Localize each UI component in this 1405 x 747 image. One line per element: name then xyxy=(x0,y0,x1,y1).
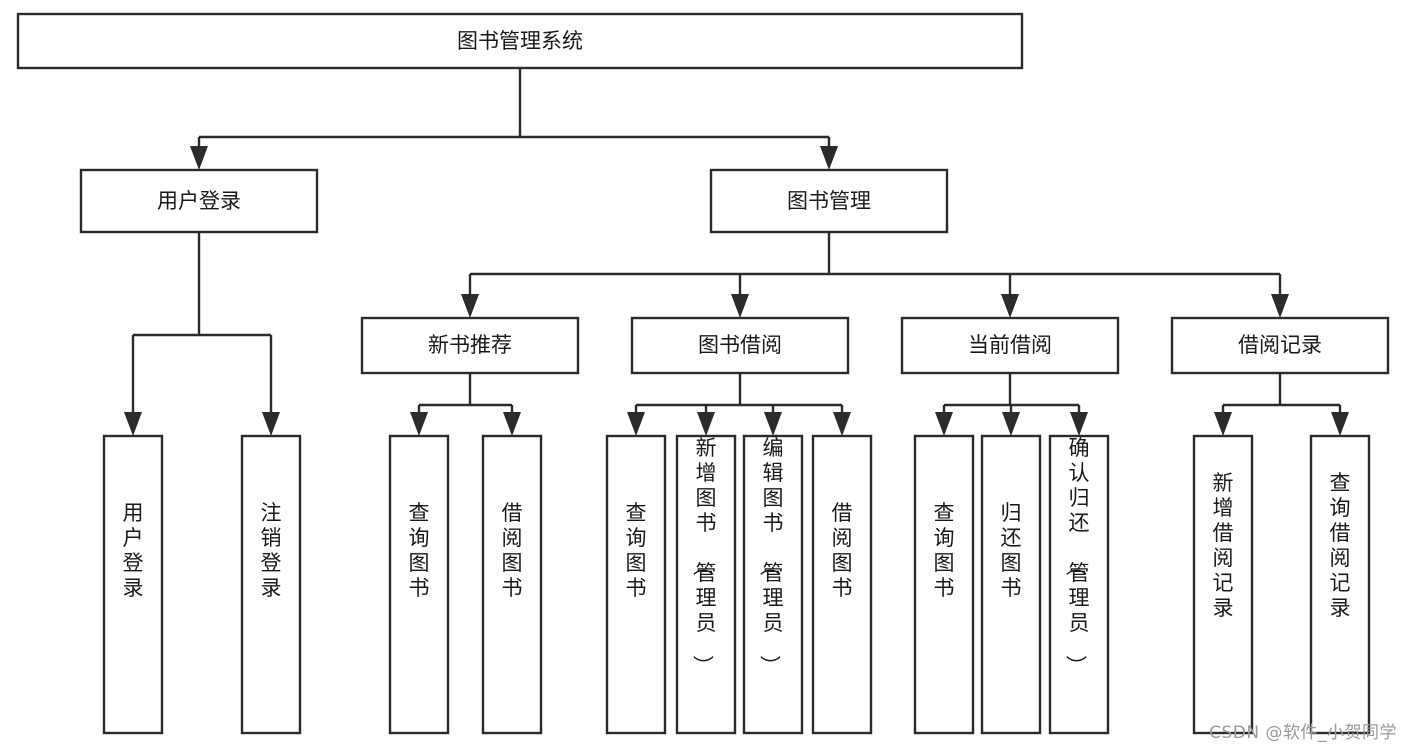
leaf-logout[interactable]: 注销登录 xyxy=(240,434,302,735)
connectors xyxy=(124,68,1349,436)
leaf-user-login-label: 用户登录 xyxy=(123,501,144,600)
arrow-head-current-leaf3 xyxy=(1070,412,1088,436)
arrow-head-records-leaf2 xyxy=(1331,412,1349,436)
leaf-current-return-box[interactable] xyxy=(980,434,1042,735)
leaf-records-add-label: 新增借阅记录 xyxy=(1213,471,1234,620)
node-user-login-label: 用户登录 xyxy=(157,189,241,213)
node-user-login-box[interactable] xyxy=(79,168,319,234)
leaf-current-confirm-return-label: 确认归还（管理员） xyxy=(1064,436,1090,676)
edge-newbook-drop xyxy=(419,373,512,407)
arrow-head-leaf-logout xyxy=(262,412,280,436)
arrow-head-borrow-leaf3 xyxy=(764,412,782,436)
leaf-borrow-query[interactable]: 查询图书 xyxy=(605,434,667,735)
node-new-book-recommend-box[interactable] xyxy=(360,316,580,375)
node-borrow-records[interactable]: 借阅记录 xyxy=(1170,316,1390,375)
edge-bookmgmt-drop xyxy=(470,232,1280,276)
leaf-records-add[interactable]: 新增借阅记录 xyxy=(1192,434,1254,735)
leaf-newbook-query-box[interactable] xyxy=(388,434,450,735)
node-current-borrow-label: 当前借阅 xyxy=(968,333,1052,357)
node-user-login[interactable]: 用户登录 xyxy=(79,168,319,234)
leaf-current-confirm-return[interactable]: 确认归还（管理员） xyxy=(1048,434,1110,735)
node-root-system[interactable]: 图书管理系统 xyxy=(16,12,1024,70)
leaf-newbook-borrow-box[interactable] xyxy=(481,434,543,735)
node-borrow-records-box[interactable] xyxy=(1170,316,1390,375)
edge-records-drop xyxy=(1223,373,1340,407)
arrow-head-book-mgmt xyxy=(820,146,838,170)
node-book-management-label: 图书管理 xyxy=(787,189,871,213)
leaf-current-query-label: 查询图书 xyxy=(934,501,955,600)
leaf-borrow-add-box[interactable] xyxy=(675,434,737,735)
leaf-newbook-borrow[interactable]: 借阅图书 xyxy=(481,434,543,735)
arrow-head-current xyxy=(1001,294,1019,318)
node-book-borrow-label: 图书借阅 xyxy=(698,333,782,357)
leaf-current-query-box[interactable] xyxy=(913,434,975,735)
leaf-user-login-box[interactable] xyxy=(102,434,164,735)
arrow-head-borrow-leaf4 xyxy=(833,412,851,436)
leaf-borrow-book[interactable]: 借阅图书 xyxy=(811,434,873,735)
node-book-management[interactable]: 图书管理 xyxy=(709,168,949,234)
leaf-newbook-query-label: 查询图书 xyxy=(409,501,430,600)
node-new-book-recommend[interactable]: 新书推荐 xyxy=(360,316,580,375)
arrow-head-borrow xyxy=(731,294,749,318)
node-book-borrow-box[interactable] xyxy=(630,316,850,375)
leaf-borrow-query-box[interactable] xyxy=(605,434,667,735)
arrow-head-leaf-user-login xyxy=(124,412,142,436)
leaf-newbook-query[interactable]: 查询图书 xyxy=(388,434,450,735)
node-new-book-recommend-label: 新书推荐 xyxy=(428,333,512,357)
arrow-head-newbook-leaf1 xyxy=(410,412,428,436)
leaf-current-confirm-return-box[interactable] xyxy=(1048,434,1110,735)
leaf-logout-label: 注销登录 xyxy=(261,501,282,600)
node-book-management-box[interactable] xyxy=(709,168,949,234)
arrow-head-current-leaf1 xyxy=(935,412,953,436)
edge-current-drop xyxy=(944,373,1079,407)
edge-root-to-bus xyxy=(199,68,829,139)
edge-borrow-drop xyxy=(636,373,842,407)
arrow-head-user-login xyxy=(190,146,208,170)
leaf-records-query-box[interactable] xyxy=(1309,434,1371,735)
edge-userlogin-drop xyxy=(133,232,271,337)
leaf-current-return-label: 归还图书 xyxy=(1001,501,1022,600)
leaf-borrow-book-label: 借阅图书 xyxy=(832,501,853,600)
leaf-borrow-add-label: 新增图书（管理员） xyxy=(691,436,717,676)
arrow-head-borrow-leaf1 xyxy=(627,412,645,436)
arrow-head-records xyxy=(1271,294,1289,318)
leaf-current-return[interactable]: 归还图书 xyxy=(980,434,1042,735)
node-root-box[interactable] xyxy=(16,12,1024,70)
arrow-head-newbook-leaf2 xyxy=(503,412,521,436)
leaf-current-query[interactable]: 查询图书 xyxy=(913,434,975,735)
leaf-logout-box[interactable] xyxy=(240,434,302,735)
leaf-records-add-box[interactable] xyxy=(1192,434,1254,735)
arrow-head-current-leaf2 xyxy=(1002,412,1020,436)
arrow-head-borrow-leaf2 xyxy=(697,412,715,436)
leaf-borrow-add[interactable]: 新增图书（管理员） xyxy=(675,434,737,735)
leaf-borrow-book-box[interactable] xyxy=(811,434,873,735)
node-root-label: 图书管理系统 xyxy=(457,29,583,53)
node-borrow-records-label: 借阅记录 xyxy=(1238,333,1322,357)
leaf-records-query[interactable]: 查询借阅记录 xyxy=(1309,434,1371,735)
node-book-borrow[interactable]: 图书借阅 xyxy=(630,316,850,375)
leaf-borrow-edit-label: 编辑图书（管理员） xyxy=(758,436,784,676)
node-current-borrow-box[interactable] xyxy=(900,316,1120,375)
leaf-borrow-query-label: 查询图书 xyxy=(626,501,647,600)
arrow-head-records-leaf1 xyxy=(1214,412,1232,436)
leaf-records-query-label: 查询借阅记录 xyxy=(1330,471,1351,620)
csdn-watermark: CSDN @软件_小贺同学 xyxy=(1209,723,1397,743)
node-current-borrow[interactable]: 当前借阅 xyxy=(900,316,1120,375)
leaf-borrow-edit[interactable]: 编辑图书（管理员） xyxy=(742,434,804,735)
leaf-user-login[interactable]: 用户登录 xyxy=(102,434,164,735)
leaf-borrow-edit-box[interactable] xyxy=(742,434,804,735)
arrow-head-new-book xyxy=(461,294,479,318)
leaf-newbook-borrow-label: 借阅图书 xyxy=(502,501,523,600)
